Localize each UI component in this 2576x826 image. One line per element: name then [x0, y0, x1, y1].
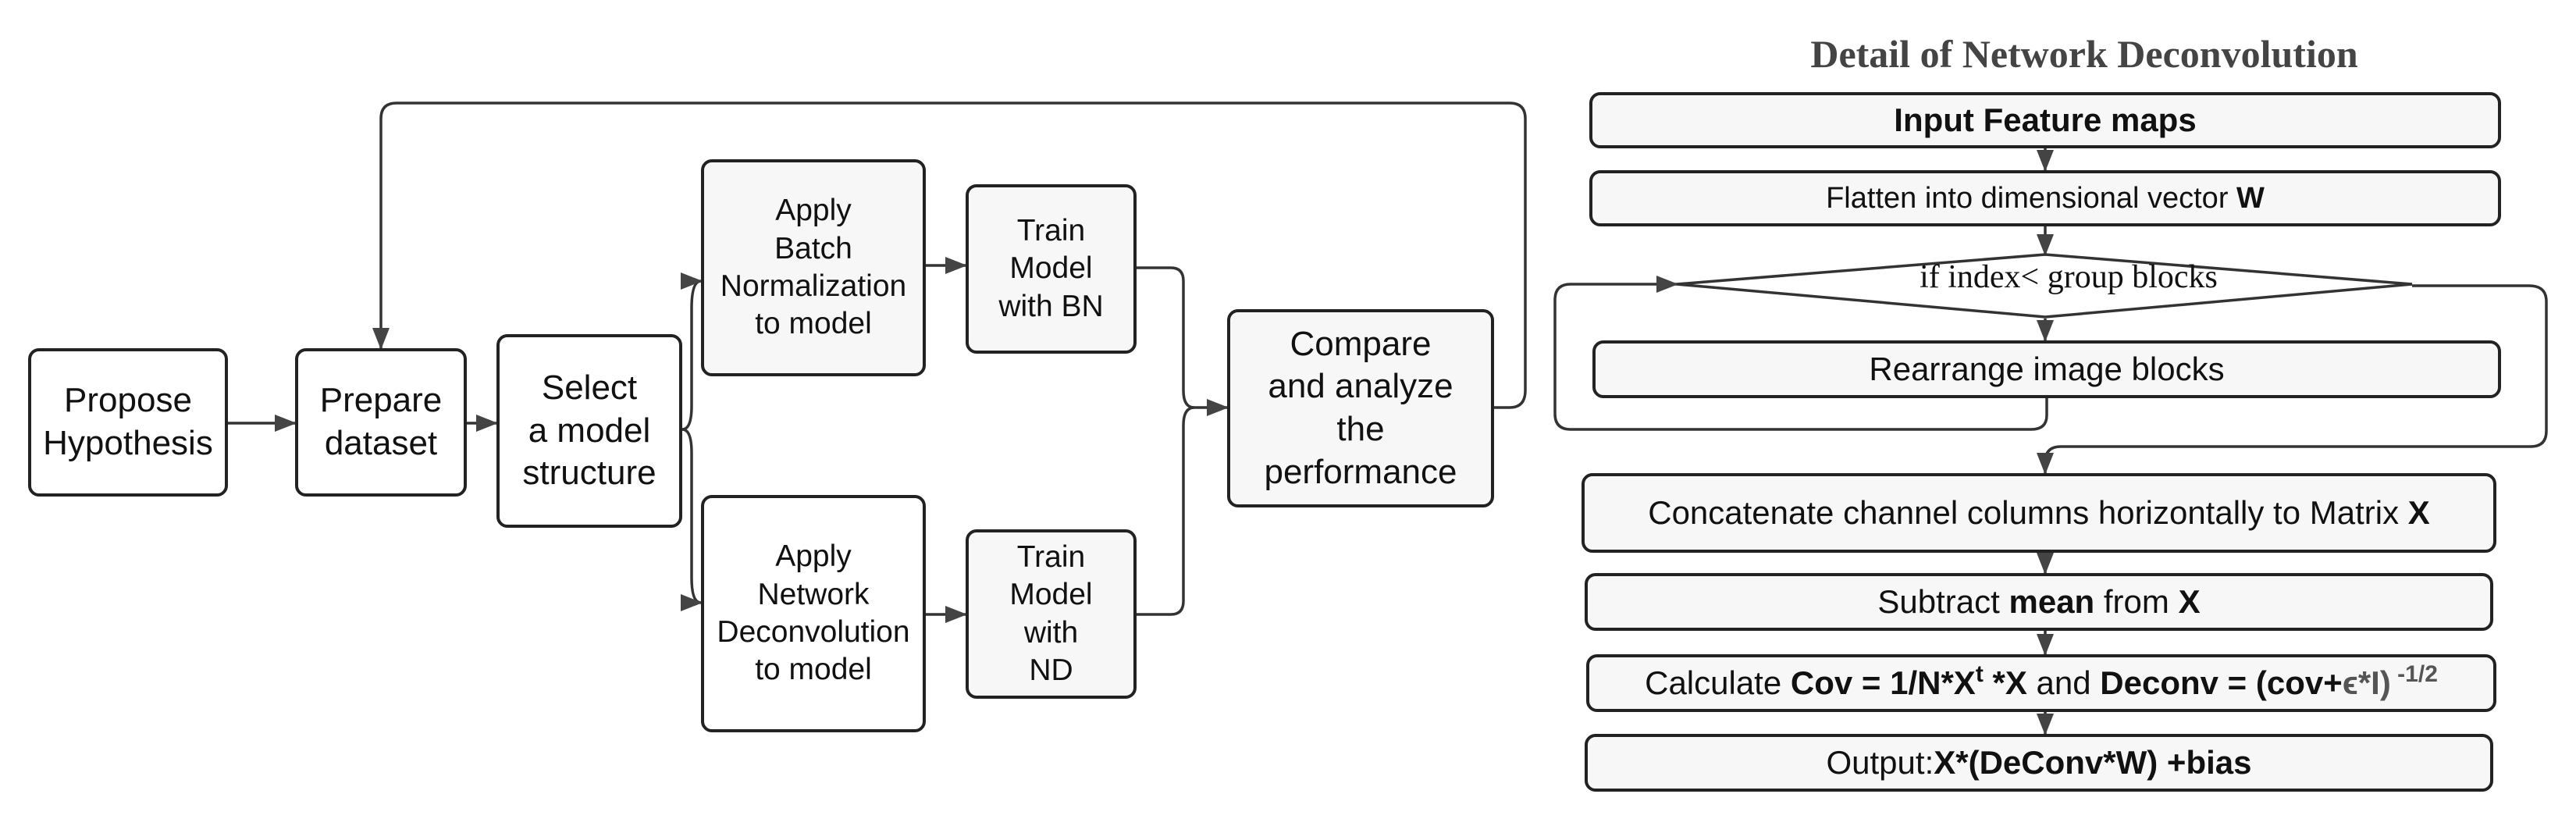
edge-compare-prepare-loop: [372, 101, 1527, 409]
concat-node: Concatenate channel columns horizontally…: [1582, 473, 2496, 553]
flatten-label: Flatten into dimensional vector W: [1826, 181, 2265, 215]
detail-title: Detail of Network Deconvolution: [1810, 32, 2358, 76]
apply-bn-node: Apply Batch Normalization to model: [701, 159, 926, 376]
rearrange-node: Rearrange image blocks: [1592, 340, 2501, 398]
calculate-label: Calculate Cov = 1/N*Xt *X and Deconv = (…: [1645, 661, 2438, 701]
train-nd-node: Train Model with ND: [966, 529, 1137, 699]
decision-label: if index< group blocks: [1920, 259, 2218, 295]
prepare-dataset-node: Prepare dataset: [295, 348, 467, 497]
subtract-label: Subtract mean from X: [1877, 583, 2201, 620]
edge-rearrange-loop-back: [1553, 276, 2048, 431]
decision-diamond: [1676, 253, 2413, 319]
apply-nd-label: Apply Network Deconvolution to model: [717, 539, 910, 687]
edge-train-nd-compare: [1137, 406, 1195, 616]
propose-hypothesis-label: Propose Hypothesis: [43, 381, 213, 462]
prepare-dataset-label: Prepare dataset: [319, 381, 443, 462]
input-feature-maps-label: Input Feature maps: [1894, 101, 2197, 138]
calculate-node: Calculate Cov = 1/N*Xt *X and Deconv = (…: [1586, 654, 2496, 712]
concat-label: Concatenate channel columns horizontally…: [1648, 494, 2430, 531]
select-model-node: Select a model structure: [496, 334, 682, 528]
subtract-node: Subtract mean from X: [1585, 573, 2493, 631]
flatten-node: Flatten into dimensional vector W: [1589, 170, 2501, 226]
output-node: Output:X*(DeConv*W) +bias: [1585, 734, 2493, 792]
apply-nd-node: Apply Network Deconvolution to model: [701, 495, 926, 732]
train-bn-label: Train Model with BN: [998, 213, 1104, 323]
edge-decision-exit: [2037, 284, 2548, 475]
input-feature-maps-node: Input Feature maps: [1589, 92, 2501, 148]
train-bn-node: Train Model with BN: [966, 184, 1137, 354]
train-nd-label: Train Model with ND: [1009, 539, 1093, 687]
compare-node: Compare and analyze the performance: [1227, 309, 1494, 507]
rearrange-label: Rearrange image blocks: [1869, 351, 2225, 387]
propose-hypothesis-node: Propose Hypothesis: [28, 348, 228, 497]
edge-train-bn-compare: [1137, 266, 1229, 416]
output-label: Output:X*(DeConv*W) +bias: [1826, 744, 2252, 781]
edge-select-apply-bn: [680, 272, 703, 431]
apply-bn-label: Apply Batch Normalization to model: [720, 194, 907, 341]
select-model-label: Select a model structure: [522, 368, 656, 493]
edge-select-apply-nd: [680, 428, 703, 611]
compare-label: Compare and analyze the performance: [1264, 324, 1457, 491]
